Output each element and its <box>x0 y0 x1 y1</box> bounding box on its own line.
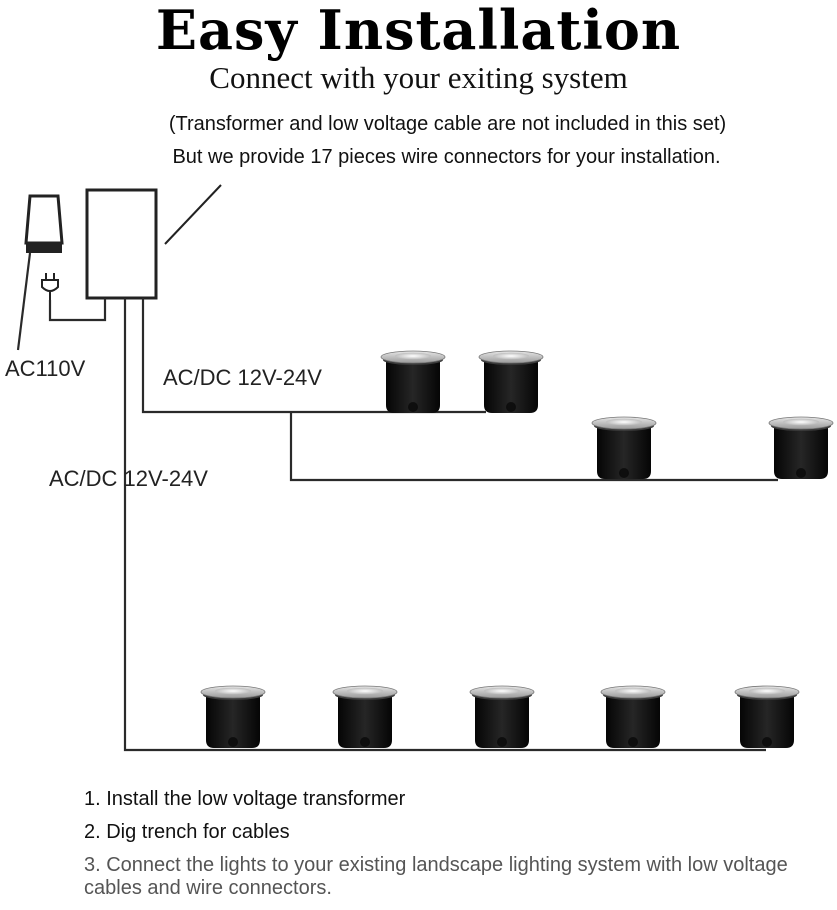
ground-light-icon <box>200 685 266 749</box>
page-subtitle: Connect with your exiting system <box>209 60 628 95</box>
ground-light-icon <box>469 685 535 749</box>
lower-light-group <box>200 685 800 749</box>
ground-light-icon <box>734 685 800 749</box>
transformer-pointer-line <box>164 184 222 245</box>
transformer-box-icon <box>85 188 158 300</box>
ground-light-icon <box>332 685 398 749</box>
ground-light-icon <box>591 416 657 480</box>
step-item: 3. Connect the lights to your existing l… <box>84 854 788 899</box>
plug-icon <box>41 273 59 300</box>
step-item: 1. Install the low voltage transformer <box>84 788 406 810</box>
page-title: Easy Installation <box>155 0 682 62</box>
mains-voltage-label: AC110V <box>5 356 86 381</box>
wires <box>16 252 778 752</box>
trunk-voltage-label: AC/DC 12V-24V <box>49 466 208 491</box>
connector-note: But we provide 17 pieces wire connectors… <box>172 146 721 168</box>
ground-light-icon <box>600 685 666 749</box>
wall-socket-icon <box>24 194 64 253</box>
step-item: 2. Dig trench for cables <box>84 821 290 843</box>
exclusion-note: (Transformer and low voltage cable are n… <box>168 113 727 135</box>
upper-light-group <box>380 350 834 480</box>
ground-light-icon <box>768 416 834 480</box>
installation-steps: 1. Install the low voltage transformer 2… <box>84 788 824 910</box>
branch-voltage-label: AC/DC 12V-24V <box>163 365 322 390</box>
ground-light-icon <box>478 350 544 414</box>
ground-light-icon <box>380 350 446 414</box>
